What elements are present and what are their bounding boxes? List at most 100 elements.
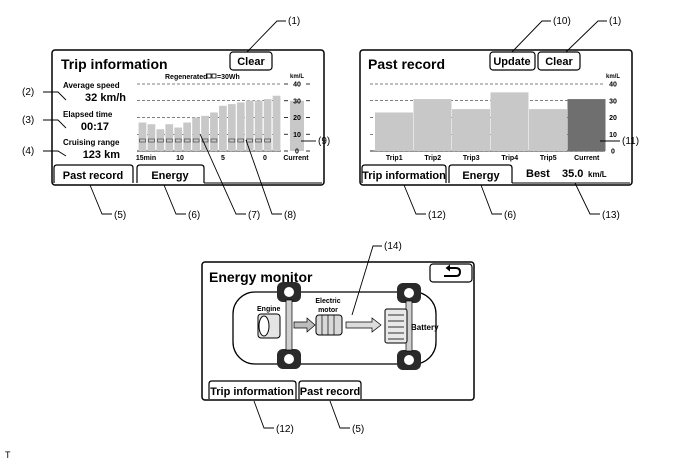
trip-current-bar xyxy=(290,100,304,151)
past-x-label: Current xyxy=(574,155,600,162)
figure-footer-code: T xyxy=(5,450,11,460)
past-update-button[interactable]: Update xyxy=(489,51,536,71)
regen-mark xyxy=(228,138,236,143)
callout-2: (2) xyxy=(22,87,34,98)
past-trip-bar xyxy=(375,112,413,151)
regen-mark xyxy=(148,138,155,143)
trip-x-tick-10: 10 xyxy=(176,155,184,162)
regen-mark xyxy=(157,138,164,143)
energy-tab-trip-information-label: Trip information xyxy=(210,386,294,398)
trip-bar xyxy=(147,124,156,151)
past-y-tick-label: 30 xyxy=(609,98,617,105)
energy-monitor-screen: Energy monitor xyxy=(201,261,475,401)
elapsed-time-label: Elapsed time xyxy=(63,110,113,119)
energy-tab-past-record-label: Past record xyxy=(300,386,361,398)
average-speed-label: Average speed xyxy=(63,81,120,90)
callout-8: (8) xyxy=(284,210,296,221)
past-current-bar xyxy=(567,99,606,151)
motor-label-line1: Electric xyxy=(315,298,340,305)
past-tab-energy[interactable]: Energy xyxy=(448,164,513,183)
past-update-label: Update xyxy=(493,56,530,68)
trip-tab-energy[interactable]: Energy xyxy=(136,164,205,183)
motor-label-line2: motor xyxy=(318,307,338,314)
rear-left-wheel-icon xyxy=(277,349,301,369)
regen-mark xyxy=(255,138,262,143)
trip-current-label: Current xyxy=(283,155,309,162)
callout-9: (9) xyxy=(318,136,330,147)
engine-icon xyxy=(257,313,281,339)
past-trip-bar xyxy=(529,109,567,151)
regen-mark xyxy=(246,138,253,143)
past-trip-bar xyxy=(490,92,529,151)
trip-y-tick-label: 20 xyxy=(293,115,301,122)
back-button[interactable] xyxy=(429,263,473,283)
energy-tab-trip-information[interactable]: Trip information xyxy=(208,380,297,399)
callout-14: (14) xyxy=(384,241,402,252)
callout-1-trip: (1) xyxy=(288,16,300,27)
trip-clear-button[interactable]: Clear xyxy=(229,51,273,71)
trip-bar xyxy=(165,124,174,151)
regen-mark xyxy=(264,138,271,143)
past-clear-label: Clear xyxy=(545,56,573,68)
trip-x-tick-0: 0 xyxy=(263,155,267,162)
past-tab-trip-information[interactable]: Trip information xyxy=(361,164,447,183)
past-x-label: Trip1 xyxy=(386,155,403,162)
callout-3: (3) xyxy=(22,115,34,126)
trip-bar xyxy=(210,112,218,151)
battery-icon xyxy=(384,308,408,344)
battery-label: Battery xyxy=(411,323,439,332)
callout-11: (11) xyxy=(622,136,639,147)
callout-12-past: (12) xyxy=(428,210,446,221)
trip-y-tick-label: 30 xyxy=(293,98,301,105)
trip-tab-past-record[interactable]: Past record xyxy=(53,164,134,183)
best-unit: km/L xyxy=(588,170,607,179)
trip-bar xyxy=(192,117,200,151)
callout-10: (10) xyxy=(553,16,571,27)
trip-bar xyxy=(263,99,272,151)
past-title: Past record xyxy=(368,56,445,72)
trip-bar xyxy=(227,104,236,151)
callout-4: (4) xyxy=(22,146,34,157)
trip-bar xyxy=(156,129,165,151)
regen-mark xyxy=(237,138,245,143)
trip-bar xyxy=(219,105,227,151)
trip-y-tick-label: 0 xyxy=(295,149,299,156)
past-chart-bars xyxy=(375,92,606,151)
rear-right-wheel-icon xyxy=(397,350,421,370)
past-y-tick-label: 10 xyxy=(609,132,617,139)
trip-information-screen: Trip information Clear Average speed 32 … xyxy=(51,49,325,186)
callout-12-energy: (12) xyxy=(276,424,294,435)
callout-13: (13) xyxy=(602,210,620,221)
past-tab-trip-information-label: Trip information xyxy=(362,170,446,182)
past-clear-button[interactable]: Clear xyxy=(537,51,581,71)
past-tab-energy-label: Energy xyxy=(462,170,500,182)
callout-5-trip: (5) xyxy=(114,210,126,221)
regenerated-unit: =30Wh xyxy=(217,74,240,81)
regen-mark xyxy=(174,138,182,143)
regen-mark xyxy=(183,138,191,143)
regen-mark xyxy=(210,138,218,143)
trip-chart-bars xyxy=(138,95,304,151)
engine-label: Engine xyxy=(257,306,280,313)
past-y-tick-label: 20 xyxy=(609,115,617,122)
callout-7: (7) xyxy=(248,210,260,221)
trip-bar xyxy=(183,122,192,151)
trip-x-tick-5: 5 xyxy=(221,155,225,162)
past-y-tick-label: 40 xyxy=(609,82,617,89)
callout-leaders xyxy=(43,20,620,429)
energy-title: Energy monitor xyxy=(209,269,313,285)
regen-mark xyxy=(201,138,209,143)
past-trip-bar xyxy=(413,99,452,151)
past-x-label: Trip4 xyxy=(501,155,518,162)
trip-bar xyxy=(272,95,281,151)
regen-mark xyxy=(192,138,200,143)
regen-mark xyxy=(166,138,173,143)
energy-tab-past-record[interactable]: Past record xyxy=(298,380,362,399)
trip-bar xyxy=(236,102,245,151)
trip-y-tick-label: 40 xyxy=(293,82,301,89)
trip-tab-energy-label: Energy xyxy=(151,170,189,182)
regen-mark xyxy=(139,138,146,143)
best-label: Best xyxy=(526,168,550,180)
trip-tab-past-record-label: Past record xyxy=(63,170,124,182)
